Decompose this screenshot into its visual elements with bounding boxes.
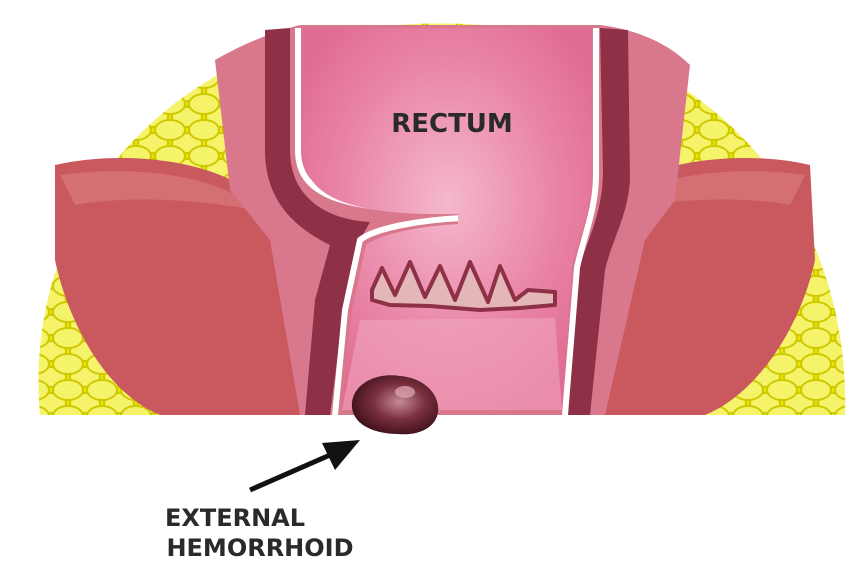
- external-label-line2: HEMORRHOID: [166, 534, 353, 561]
- hemorrhoid-highlight: [395, 386, 415, 398]
- external-label-line1: EXTERNAL: [165, 504, 305, 532]
- rectum-label: RECTUM: [391, 109, 513, 139]
- arrow-pointer-icon: [250, 440, 360, 490]
